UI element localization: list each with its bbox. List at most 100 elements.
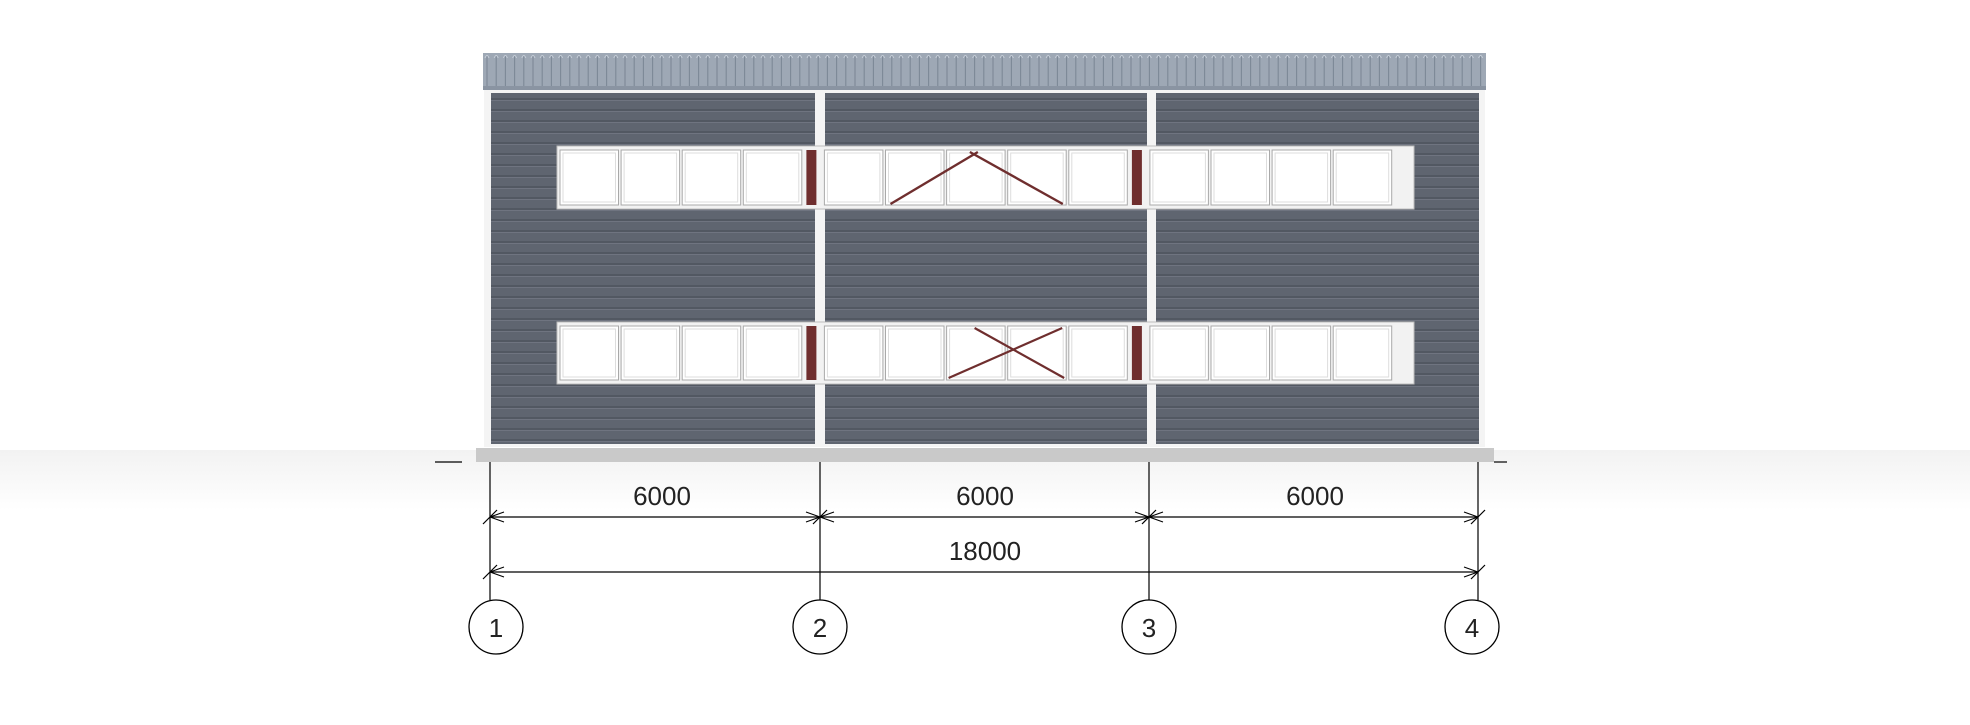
roof-rib-crest xyxy=(760,55,766,59)
dimension-arrow xyxy=(1134,511,1150,523)
roof-rib-crest xyxy=(1064,55,1070,59)
roof-rib-crest xyxy=(1183,55,1189,59)
window-sash xyxy=(1010,328,1064,378)
roof-rib-crest xyxy=(1156,55,1162,59)
roof-rib-crest xyxy=(1027,55,1033,59)
roof-rib-crest xyxy=(558,55,564,59)
roof-rib-crest xyxy=(604,55,610,59)
roof-rib-crest xyxy=(548,55,554,59)
axis-bubble-1 xyxy=(468,599,524,655)
dimension-lines: 6000 6000 6000 18000 xyxy=(482,462,1486,600)
window-sash xyxy=(1274,328,1329,378)
roof-rib-crest xyxy=(907,55,913,59)
axis-label-2: 2 xyxy=(813,613,827,643)
roof-rib-crest xyxy=(926,55,932,59)
window-sash xyxy=(562,152,616,203)
window-pane xyxy=(885,325,945,381)
window-pane xyxy=(1210,149,1270,206)
roof-rib-crest xyxy=(797,55,803,59)
roof-rib-crest xyxy=(935,55,941,59)
window-pane xyxy=(1332,149,1393,206)
window-pane xyxy=(620,149,681,206)
roof-rib-crest xyxy=(1413,55,1419,59)
roof-rib-crest xyxy=(631,55,637,59)
window-pane xyxy=(1068,325,1128,381)
window-pane xyxy=(620,325,681,381)
roof-rib-crest xyxy=(1395,55,1401,59)
roof-rib-crest xyxy=(1054,55,1060,59)
window-sash xyxy=(1010,152,1064,203)
roof-eave xyxy=(483,86,1486,90)
roof-rib-crest xyxy=(953,55,959,59)
roof-rib-crest xyxy=(1349,55,1355,59)
roof-rib-crest xyxy=(576,55,582,59)
roof-rib-crest xyxy=(962,55,968,59)
roof-rib-crest xyxy=(889,55,895,59)
roof-rib-crest xyxy=(1082,55,1088,59)
roof-rib-crest xyxy=(714,55,720,59)
axis-label-4: 4 xyxy=(1465,613,1479,643)
roof-rib-crest xyxy=(512,55,518,59)
roof-rib-crest xyxy=(1229,55,1235,59)
roof-rib-crest xyxy=(1091,55,1097,59)
roof-rib-crest xyxy=(1073,55,1079,59)
roof-rib-crest xyxy=(1321,55,1327,59)
dimension-label-3: 6000 xyxy=(1286,481,1344,511)
roof-rib-crest xyxy=(521,55,527,59)
roof-rib-crest xyxy=(677,55,683,59)
window-pane xyxy=(946,325,1006,381)
roof-rib-crest xyxy=(1478,55,1484,59)
window-pane xyxy=(742,325,803,381)
window-sash xyxy=(1071,328,1125,378)
roof-rib-crest xyxy=(1266,55,1272,59)
dimension-arrow xyxy=(819,511,835,523)
roof-rib-crest xyxy=(613,55,619,59)
roof-rib-crest xyxy=(732,55,738,59)
roof-rib-crest xyxy=(1376,55,1382,59)
roof-rib-crest xyxy=(1257,55,1263,59)
roof-rib-crest xyxy=(1110,55,1116,59)
dimension-label-2: 6000 xyxy=(956,481,1014,511)
roof-rib-crest xyxy=(502,55,508,59)
roof-rib-crest xyxy=(1238,55,1244,59)
axis-markers: 1 2 3 4 xyxy=(468,599,1500,655)
roof-rib-crest xyxy=(843,55,849,59)
window-sash xyxy=(1152,328,1206,378)
dimension-label-1: 6000 xyxy=(633,481,691,511)
roof-rib-crest xyxy=(1450,55,1456,59)
plinth xyxy=(476,448,1494,462)
roof-rib-crest xyxy=(1220,55,1226,59)
window-sash xyxy=(623,152,678,203)
window-sash xyxy=(745,152,800,203)
window-pane xyxy=(823,325,884,381)
cross-brace xyxy=(974,327,1065,379)
roof-rib-crest xyxy=(1441,55,1447,59)
roof-rib-crest xyxy=(1119,55,1125,59)
roof-rib-crest xyxy=(1248,55,1254,59)
roof-rib-crest xyxy=(1459,55,1465,59)
roof-rib-crest xyxy=(493,55,499,59)
window-pane xyxy=(1068,149,1128,206)
window-pane xyxy=(1210,325,1270,381)
cross-brace xyxy=(889,150,979,206)
window-sash xyxy=(745,328,800,378)
roof-rib-crest xyxy=(861,55,867,59)
roof-rib-crest xyxy=(705,55,711,59)
roof-rib-crest xyxy=(1367,55,1373,59)
dimension-arrow xyxy=(1463,566,1479,578)
roof-rib-crest xyxy=(696,55,702,59)
roof-rib-crest xyxy=(1192,55,1198,59)
window-sash xyxy=(888,152,942,203)
window-sash xyxy=(1152,152,1206,203)
roof-rib-crest xyxy=(870,55,876,59)
roof-rib-crest xyxy=(834,55,840,59)
window-pane xyxy=(559,149,619,206)
roof-rib-crest xyxy=(1468,55,1474,59)
roof-rib-crest xyxy=(1284,55,1290,59)
roof-rib-crest xyxy=(484,55,490,59)
roof-rib-crest xyxy=(539,55,545,59)
window-sash xyxy=(1274,152,1329,203)
roof-rib-crest xyxy=(1137,55,1143,59)
